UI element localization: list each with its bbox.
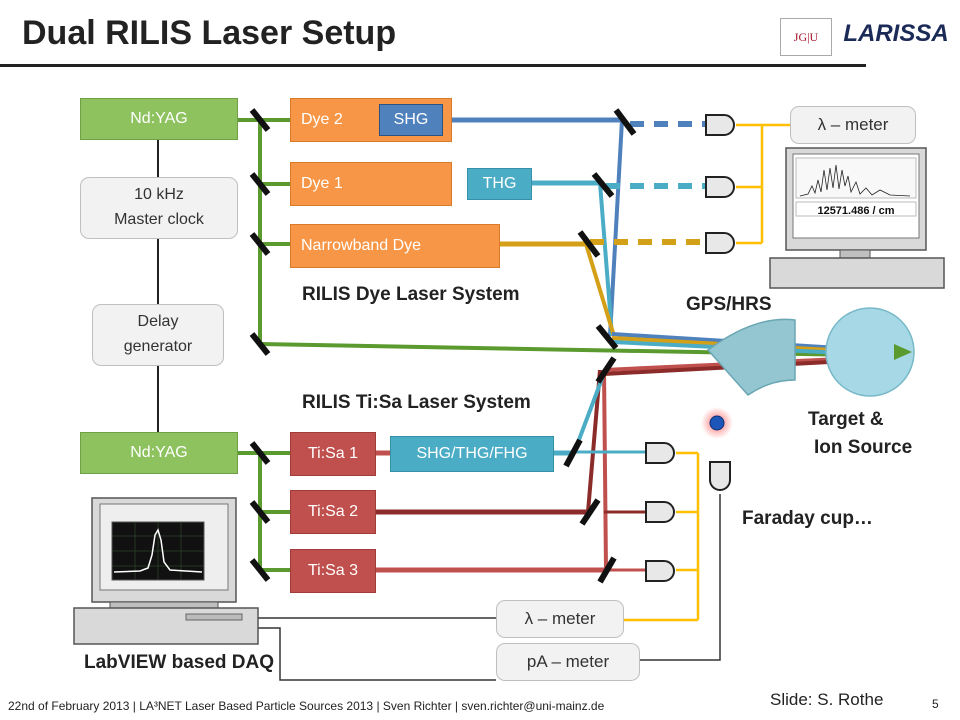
- wavemeter-spectrum: [799, 164, 911, 197]
- delay-line2: generator: [123, 338, 193, 355]
- beam-dye1-down: [598, 182, 614, 337]
- daq-computer: [73, 497, 259, 645]
- dye1-box: Dye 1: [290, 162, 452, 206]
- tisa2-box: Ti:Sa 2: [290, 490, 376, 534]
- master-clock-box: 10 kHz Master clock: [80, 177, 238, 239]
- beam-narrowband-down: [584, 243, 616, 337]
- delay-generator-box: Delay generator: [92, 304, 224, 366]
- dye-system-label: RILIS Dye Laser System: [302, 284, 520, 305]
- photodiodes: [645, 114, 735, 582]
- master-clock-line2: Master clock: [114, 211, 204, 228]
- wavemeter-reading: 12571.486 / cm: [817, 205, 894, 217]
- tisa3-box: Ti:Sa 3: [290, 549, 376, 593]
- slide-title: Dual RILIS Laser Setup: [22, 14, 397, 52]
- lambda-meter-bottom-box: λ – meter: [496, 600, 624, 638]
- page-number: 5: [932, 697, 939, 711]
- gps-hrs-magnet: [706, 318, 796, 396]
- ion-icon: [709, 415, 725, 431]
- larissa-logo: LARISSA: [843, 20, 949, 47]
- target-label-line1: Target &: [808, 409, 884, 430]
- title-underline: [0, 64, 866, 67]
- delay-line1: Delay: [137, 313, 179, 331]
- ndyag-top-box: Nd:YAG: [80, 98, 238, 140]
- wavemeter-computer: [769, 147, 945, 289]
- master-clock-line1: 10 kHz: [134, 186, 184, 204]
- target-label-line2: Ion Source: [814, 436, 913, 458]
- ndyag-bottom-box: Nd:YAG: [80, 432, 238, 474]
- lambda-meter-top-box: λ – meter: [790, 106, 916, 144]
- gps-hrs-label: GPS/HRS: [686, 294, 772, 315]
- faraday-cup-label: Faraday cup…: [742, 508, 873, 529]
- dye-pump-beams: [238, 118, 911, 358]
- thg-box: THG: [467, 168, 532, 200]
- slide-credit: Slide: S. Rothe: [770, 690, 884, 709]
- pa-meter-box: pA – meter: [496, 643, 640, 681]
- diagnostic-beams: [590, 121, 705, 245]
- tisa-pump-beams: [238, 451, 290, 572]
- narrowband-dye-box: Narrowband Dye: [290, 224, 500, 268]
- target-ion-source: [825, 307, 915, 397]
- beam-dye2-down: [608, 119, 624, 337]
- shg-thg-fhg-box: SHG/THG/FHG: [390, 436, 554, 472]
- shg-box: SHG: [379, 104, 443, 136]
- tisa1-box: Ti:Sa 1: [290, 432, 376, 476]
- daq-cables: [200, 494, 721, 681]
- labview-label: LabVIEW based DAQ: [84, 652, 275, 673]
- beam-tisa3-up: [602, 369, 608, 571]
- tisa-diagnostic-beams: [566, 450, 645, 572]
- mirrors: [249, 108, 637, 584]
- daq-peak: [113, 528, 203, 573]
- signal-lines: [624, 123, 790, 622]
- beam-arrowhead: [894, 344, 912, 360]
- target-label: Target & Ion Source: [808, 406, 912, 461]
- tisa-system-label: RILIS Ti:Sa Laser System: [302, 392, 531, 413]
- jgu-logo: JG|U: [780, 18, 832, 56]
- footer-text: 22nd of February 2013 | LA³NET Laser Bas…: [8, 699, 605, 713]
